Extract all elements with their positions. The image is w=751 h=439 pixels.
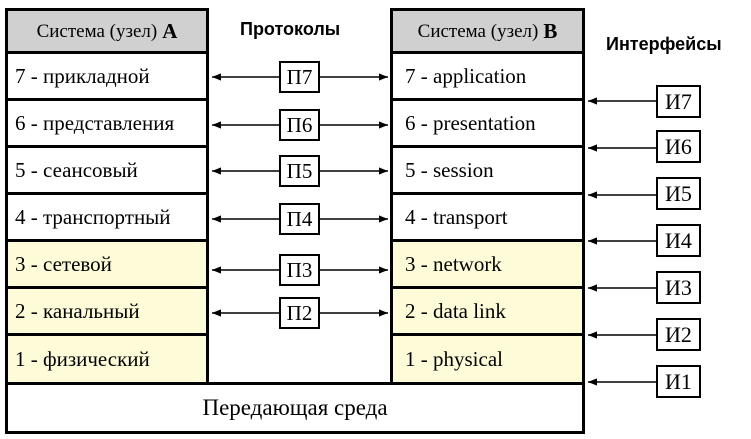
interface-box-1: И1	[656, 365, 701, 398]
protocol-box-7: П7	[279, 61, 320, 93]
system-b-letter: B	[543, 18, 558, 43]
layer-b-6: 6 - presentation	[393, 101, 582, 145]
protocol-box-2: П2	[279, 297, 320, 329]
protocol-box-6: П6	[279, 109, 320, 141]
system-b-header: Система (узел)B	[393, 11, 582, 51]
layer-b-2: 2 - data link	[393, 289, 582, 333]
protocol-box-5: П5	[279, 155, 320, 187]
system-a-header: Система (узел)A	[8, 11, 206, 51]
system-a-letter: A	[162, 18, 178, 43]
transmission-medium: Передающая среда	[5, 382, 585, 434]
layer-a-2: 2 - канальный	[8, 289, 206, 333]
interface-box-4: И4	[656, 224, 701, 257]
interface-box-7: И7	[656, 85, 701, 118]
interfaces-title: Интерфейсы	[606, 34, 722, 54]
layer-a-6: 6 - представления	[8, 101, 206, 145]
interface-box-6: И6	[656, 130, 701, 163]
layer-b-1: 1 - physical	[393, 336, 582, 382]
layer-a-5: 5 - сеансовый	[8, 148, 206, 192]
layer-a-3: 3 - сетевой	[8, 242, 206, 286]
system-a-label: Система (узел)	[36, 20, 158, 42]
protocol-box-4: П4	[279, 203, 320, 235]
system-b-label: Система (узел)	[417, 20, 539, 42]
interface-box-3: И3	[656, 271, 701, 304]
protocols-title: Протоколы	[240, 19, 341, 39]
layer-b-7: 7 - application	[393, 54, 582, 98]
layer-b-5: 5 - session	[393, 148, 582, 192]
layer-a-1: 1 - физический	[8, 336, 206, 382]
interface-box-5: И5	[656, 177, 701, 210]
layer-b-3: 3 - network	[393, 242, 582, 286]
layer-a-7: 7 - прикладной	[8, 54, 206, 98]
interface-box-2: И2	[656, 318, 701, 351]
protocol-box-3: П3	[279, 254, 320, 286]
layer-b-4: 4 - transport	[393, 195, 582, 239]
layer-a-4: 4 - транспортный	[8, 195, 206, 239]
